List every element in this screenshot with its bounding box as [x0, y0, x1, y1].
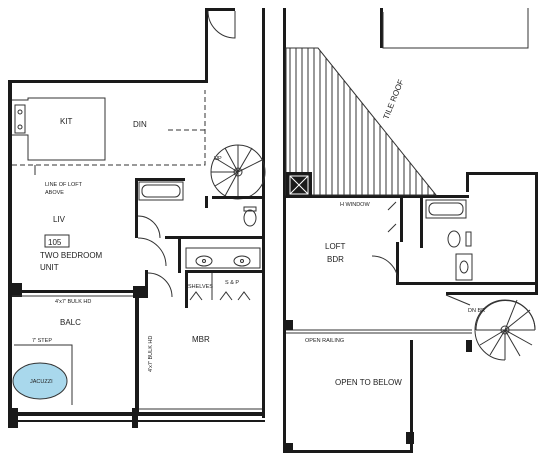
below-post	[406, 432, 414, 444]
wall-entry-vertical	[205, 8, 208, 83]
ensuite-wall-bottom	[185, 270, 262, 273]
loft-closet-door	[387, 201, 397, 233]
loft-toilet	[447, 230, 461, 248]
loft-bath-wall-mid	[396, 242, 399, 285]
label-bulk-hd-mbr: 4'x7' BULK HD	[148, 336, 154, 372]
line-of-loft-dashed	[12, 90, 206, 166]
label-open-railing: OPEN RAILING	[305, 338, 344, 344]
below-wall-right	[410, 340, 413, 453]
loft-bath-wall-left	[400, 198, 403, 242]
liv-door-swing	[137, 237, 167, 267]
stair-landing-wall	[212, 196, 262, 199]
main-level-plan	[8, 8, 266, 428]
loft-vanity	[455, 253, 473, 281]
label-window: H WINDOW	[340, 202, 370, 208]
vanity-sink-left	[195, 255, 213, 267]
label-line-of-loft-2: ABOVE	[45, 190, 64, 196]
loft-wall-right	[535, 172, 538, 292]
label-up: UP	[214, 156, 222, 162]
loft-bath-wall-bottom	[396, 282, 536, 285]
spiral-stair-main	[210, 144, 266, 200]
partition-liv-balc	[12, 290, 147, 293]
wall-top-left	[8, 80, 208, 83]
stair-guard	[445, 294, 471, 306]
label-unit-name-2: UNIT	[40, 263, 59, 272]
loft-wall-top-right	[466, 172, 538, 175]
partition-balc-mbr	[135, 293, 139, 412]
unit-number-box	[44, 234, 70, 248]
stair-wall-stub	[205, 196, 208, 208]
closet-doors	[189, 291, 251, 301]
jacuzzi	[12, 362, 68, 400]
spiral-stair-loft	[474, 299, 536, 361]
ensuite-wall-left	[178, 239, 181, 273]
bathtub-inner	[141, 184, 181, 198]
bath-wall-left	[135, 178, 138, 238]
bath-door-swing	[137, 215, 161, 239]
loft-level-plan	[283, 8, 538, 453]
wall-right	[262, 8, 265, 418]
below-wall-bottom	[283, 450, 413, 453]
sink-bowl-2	[17, 124, 23, 130]
label-liv: LIV	[53, 215, 66, 224]
mbr-door-swing	[147, 272, 173, 298]
closet-wall	[185, 273, 188, 308]
bath-wall-bottom	[165, 236, 262, 239]
wall-left	[8, 80, 12, 415]
roof-outline	[382, 8, 529, 49]
bathtub	[138, 181, 184, 201]
label-din: DIN	[133, 120, 147, 129]
railing-post-right	[466, 340, 472, 352]
toilet-bath1	[243, 209, 257, 227]
column-liv	[8, 283, 22, 297]
label-unit-name-1: TWO BEDROOM	[40, 251, 103, 260]
label-sp: S & P	[225, 280, 239, 286]
column-mid	[133, 286, 145, 298]
label-loft: LOFT	[325, 242, 346, 251]
label-dn-br: DN BR	[468, 308, 485, 314]
loft-bath-door	[371, 255, 399, 283]
toilet-tank-bath1	[243, 206, 257, 212]
label-open-below: OPEN TO BELOW	[335, 378, 402, 387]
balcony-post-left	[8, 408, 18, 428]
bath-wall-top	[135, 178, 185, 181]
railing-post-left	[283, 320, 293, 330]
label-step: 7' STEP	[32, 338, 52, 344]
loft-top-wall	[283, 195, 469, 198]
loft-wall-left	[283, 8, 286, 453]
label-jacuzzi: JACUZZI	[30, 379, 53, 385]
loft-wall-top-stub	[380, 8, 383, 48]
label-bdr: BDR	[327, 255, 344, 264]
jacuzzi-step	[14, 344, 73, 405]
label-kit: KIT	[60, 117, 73, 126]
label-tile-roof: TILE ROOF	[382, 78, 406, 121]
partition-stub	[145, 270, 148, 298]
vanity-sink-right	[233, 255, 251, 267]
label-bulk-hd-balc: 4'x7' BULK HD	[55, 299, 91, 305]
stair-opening-wall	[446, 292, 538, 295]
kitchen-counter	[12, 97, 106, 161]
label-line-of-loft-1: LINE OF LOFT	[45, 182, 83, 188]
loft-toilet-tank	[465, 231, 472, 247]
label-balc: BALC	[60, 318, 81, 327]
label-unit-number: 105	[48, 238, 62, 247]
vanity	[185, 247, 261, 269]
loft-wall-lower-right	[466, 172, 469, 192]
kitchen-sink	[14, 104, 26, 134]
label-shelves: SHELVES	[188, 284, 213, 290]
balcony-post-right	[132, 408, 138, 428]
label-mbr: MBR	[192, 335, 210, 344]
entry-door-swing	[207, 10, 236, 39]
wall-entry-top	[205, 8, 235, 11]
sink-bowl	[17, 109, 23, 115]
loft-bathtub	[425, 199, 467, 219]
tile-roof-hatch	[285, 47, 438, 196]
below-post-left	[283, 443, 293, 453]
loft-bath-partition	[420, 198, 423, 248]
